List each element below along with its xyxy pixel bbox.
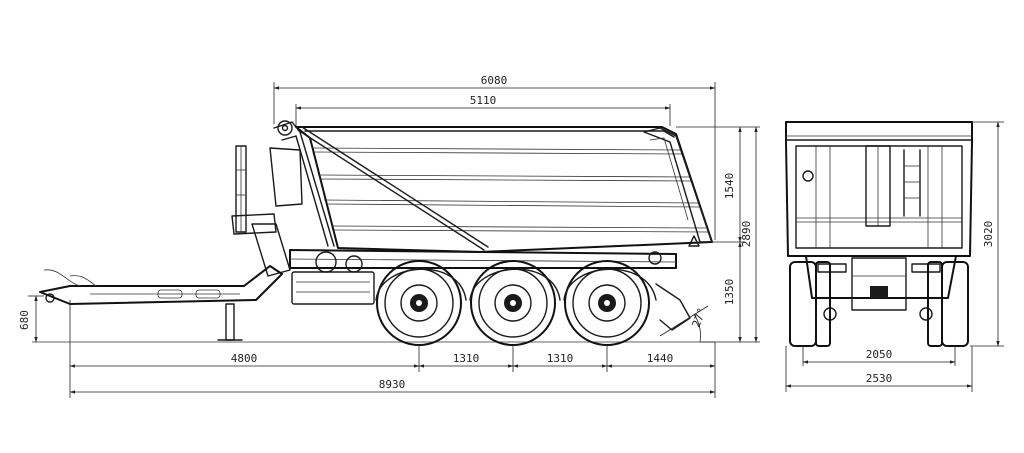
rear-body (785, 121, 973, 257)
fender-3 (563, 268, 657, 301)
dim-axle-spacing-1: 1310 (453, 352, 480, 365)
chassis-frame (231, 145, 677, 305)
dim-body-total-height: 2890 (740, 221, 753, 248)
dim-body-side-height: 1540 (723, 173, 736, 200)
rear-tire-left-inner (815, 261, 831, 347)
fender-1 (375, 268, 467, 301)
dim-body-inner-length: 5110 (470, 94, 497, 107)
rear-underrun (655, 283, 691, 331)
side-view: 27° 6080 5110 1540 1350 2890 680 4800 (18, 74, 760, 398)
wheel-axle-1 (376, 260, 462, 346)
dim-coupling-height: 680 (18, 310, 31, 330)
wheel-axle-3 (564, 260, 650, 346)
rear-tire-right-outer (941, 261, 969, 347)
dim-rear-overhang: 1440 (647, 352, 674, 365)
dim-track-width: 2050 (866, 348, 893, 361)
drawbar (39, 265, 283, 341)
fender-2 (469, 268, 561, 301)
rear-view: 3020 2050 2530 (785, 121, 1004, 392)
departure-angle-label: 27° (690, 306, 709, 329)
dim-axle-spacing-2: 1310 (547, 352, 574, 365)
dim-drawbar-to-axle: 4800 (231, 352, 258, 365)
dim-overall-length: 8930 (379, 378, 406, 391)
rear-tire-right-inner (927, 261, 943, 347)
departure-angle-line (659, 305, 709, 337)
warning-triangle-icon (688, 235, 700, 247)
dim-overall-width: 2530 (866, 372, 893, 385)
wheel-axle-2 (470, 260, 556, 346)
rear-tire-left-outer (789, 261, 817, 347)
departure-angle-arc (693, 313, 701, 343)
dim-overall-body-length: 6080 (481, 74, 508, 87)
dump-body (269, 120, 713, 253)
dim-frame-height: 1350 (723, 279, 736, 306)
dim-overall-height: 3020 (982, 221, 995, 248)
